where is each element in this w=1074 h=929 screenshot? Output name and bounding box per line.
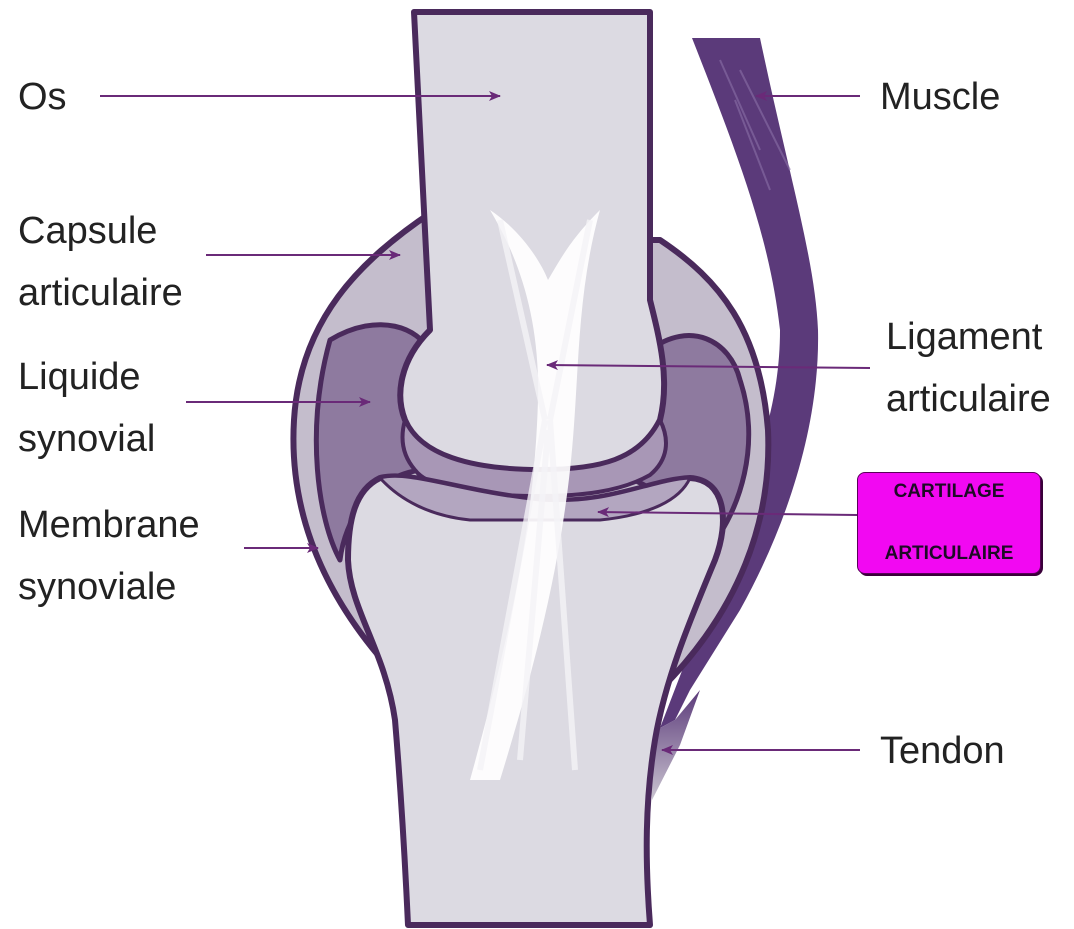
label-membrane: Membrane synoviale <box>18 494 200 618</box>
label-liquide-line2: synovial <box>18 408 155 470</box>
label-tendon: Tendon <box>880 720 1005 782</box>
label-membrane-line2: synoviale <box>18 556 200 618</box>
upper-bone <box>400 12 664 470</box>
label-os: Os <box>18 66 67 128</box>
label-capsule: Capsule articulaire <box>18 200 183 324</box>
label-ligament-line2: articulaire <box>886 368 1051 430</box>
label-liquide: Liquide synovial <box>18 346 155 470</box>
label-cartilage-line1: CARTILAGE <box>858 481 1040 503</box>
label-capsule-line1: Capsule <box>18 200 183 262</box>
label-muscle-text: Muscle <box>880 66 1000 128</box>
label-cartilage-line2: ARTICULAIRE <box>858 543 1040 565</box>
label-os-text: Os <box>18 66 67 128</box>
label-membrane-line1: Membrane <box>18 494 200 556</box>
label-ligament: Ligament articulaire <box>886 306 1051 430</box>
label-ligament-line1: Ligament <box>886 306 1051 368</box>
label-muscle: Muscle <box>880 66 1000 128</box>
label-liquide-line1: Liquide <box>18 346 155 408</box>
label-tendon-text: Tendon <box>880 720 1005 782</box>
label-capsule-line2: articulaire <box>18 262 183 324</box>
label-cartilage-box: CARTILAGE ARTICULAIRE <box>857 472 1041 574</box>
